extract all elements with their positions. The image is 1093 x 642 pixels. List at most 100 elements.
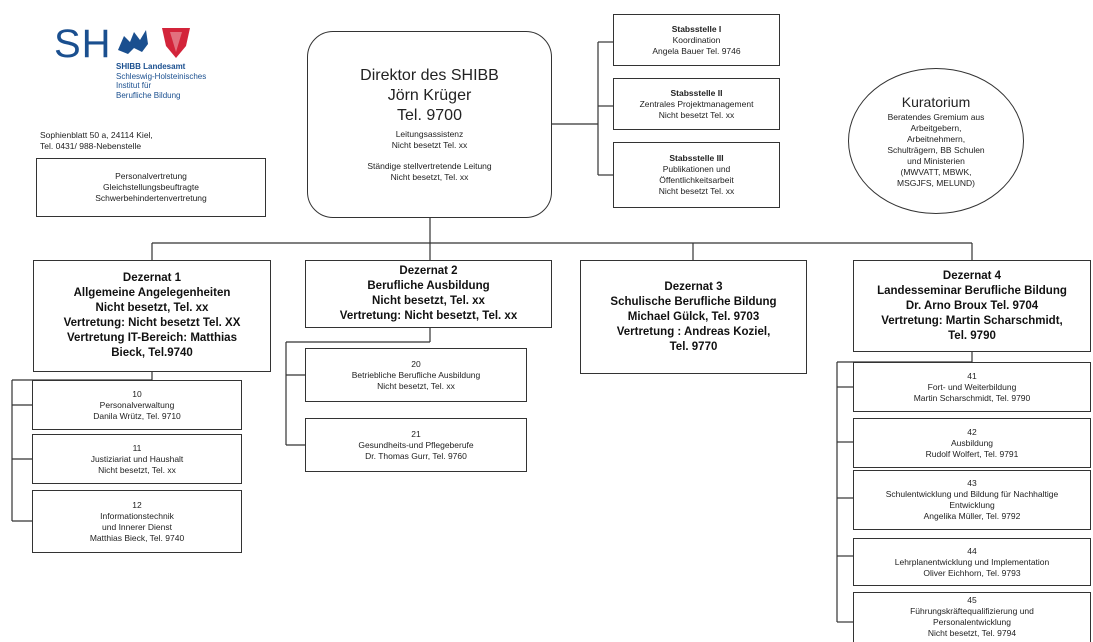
nettle-leaf-icon <box>162 28 190 58</box>
kuratorium-line: Beratendes Gremium aus <box>887 112 985 122</box>
stabsstelle-line: Koordination <box>672 34 721 45</box>
referat-line: Danila Wrütz, Tel. 9710 <box>93 410 181 421</box>
address-line: Tel. 0431/ 988-Nebenstelle <box>40 141 142 151</box>
referat-21: 21 Gesundheits-und Pflegeberufe Dr. Thom… <box>305 418 527 472</box>
referat-line: 42 <box>967 426 977 437</box>
logo-org-line: SHIBB Landesamt <box>116 62 186 71</box>
referat-line: 11 <box>132 442 142 453</box>
address-line: Sophienblatt 50 a, 24114 Kiel, <box>40 130 153 140</box>
dezernat-3: Dezernat 3 Schulische Berufliche Bildung… <box>580 260 807 374</box>
referat-line: 41 <box>967 370 977 381</box>
dezernat-line: Dezernat 3 <box>664 280 723 293</box>
staff-line: Schwerbehindertenvertretung <box>95 193 207 203</box>
dezernat-line: Bieck, Tel.9740 <box>111 347 193 359</box>
referat-10: 10 Personalverwaltung Danila Wrütz, Tel.… <box>32 380 242 430</box>
referat-line: 44 <box>967 545 977 556</box>
referat-line: Nicht besetzt, Tel. 9794 <box>927 628 1017 638</box>
referat-line: Betriebliche Berufliche Ausbildung <box>351 369 481 380</box>
dezernat-line: Tel. 9770 <box>669 340 718 353</box>
dezernat-line: Vertretung: Martin Scharschmidt, <box>881 314 1063 327</box>
referat-line: Personalverwaltung <box>99 399 175 410</box>
logo-org-line: Schleswig-Holsteinisches <box>116 71 207 81</box>
dezernat-line: Berufliche Ausbildung <box>367 280 490 292</box>
director-box: Direktor des SHIBB Jörn Krüger Tel. 9700… <box>307 31 552 218</box>
dezernat-line: Michael Gülck, Tel. 9703 <box>627 310 760 323</box>
lion-emblem-icon <box>118 30 148 54</box>
referat-line: 45 <box>967 595 977 605</box>
staff-line: Gleichstellungsbeuftragte <box>103 182 199 192</box>
dezernat-line: Nicht besetzt, Tel. xx <box>95 302 209 314</box>
referat-line: 43 <box>967 478 977 488</box>
dezernat-1: Dezernat 1 Allgemeine Angelegenheiten Ni… <box>33 260 271 372</box>
referat-line: Informationstechnik <box>100 510 174 521</box>
dezernat-line: Vertretung IT-Bereich: Matthias <box>67 332 237 344</box>
logo-org-line: Institut für <box>116 81 152 90</box>
referat-line: 21 <box>411 428 421 439</box>
referat-line: Matthias Bieck, Tel. 9740 <box>89 532 185 543</box>
referat-line: Gesundheits-und Pflegeberufe <box>358 439 474 450</box>
referat-line: Führungskräftequalifizierung und <box>910 606 1034 616</box>
referat-line: Rudolf Wolfert, Tel. 9791 <box>925 448 1019 459</box>
shibb-logo: SH SHIBB Landesamt Schleswig-Holsteinisc… <box>44 22 264 114</box>
stabsstelle-line: Publikationen und <box>662 164 731 174</box>
referat-line: 10 <box>132 388 142 399</box>
stabsstelle-2: Stabsstelle II Zentrales Projektmanageme… <box>613 78 780 130</box>
dezernat-4: Dezernat 4 Landesseminar Berufliche Bild… <box>853 260 1091 352</box>
logo-abbr: SH <box>54 22 112 66</box>
assist-label: Leitungsassistenz <box>395 129 464 139</box>
referat-line: Schulentwicklung und Bildung für Nachhal… <box>885 489 1059 499</box>
dezernat-2: Dezernat 2 Berufliche Ausbildung Nicht b… <box>305 260 552 328</box>
referat-line: Nicht besetzt, Tel. xx <box>98 464 176 475</box>
dezernat-line: Vertretung: Nicht besetzt, Tel. xx <box>339 310 518 322</box>
dezernat-line: Nicht besetzt, Tel. xx <box>372 295 485 307</box>
dezernat-line: Schulische Berufliche Bildung <box>610 295 777 308</box>
referat-42: 42 Ausbildung Rudolf Wolfert, Tel. 9791 <box>853 418 1091 468</box>
kuratorium-line: MSGJFS, MELUND) <box>897 178 975 188</box>
deputy-value: Nicht besetzt, Tel. xx <box>390 172 469 182</box>
kuratorium-line: Arbeitnehmern, <box>906 134 966 144</box>
kuratorium-line: Schulträgern, BB Schulen <box>887 145 985 155</box>
referat-45: 45 Führungskräftequalifizierung und Pers… <box>853 592 1091 642</box>
assist-value: Nicht besetzt Tel. xx <box>391 140 468 150</box>
dezernat-line: Vertretung: Nicht besetzt Tel. XX <box>63 317 241 329</box>
referat-line: Angelika Müller, Tel. 9792 <box>923 511 1021 521</box>
referat-line: Oliver Eichhorn, Tel. 9793 <box>923 567 1021 578</box>
referat-41: 41 Fort- und Weiterbildung Martin Schars… <box>853 362 1091 412</box>
kuratorium-line: Arbeitgebern, <box>910 123 962 133</box>
referat-line: 12 <box>132 499 142 510</box>
staff-representation-box: Personalvertretung Gleichstellungsbeuftr… <box>36 158 266 217</box>
referat-line: Martin Scharschmidt, Tel. 9790 <box>913 392 1031 403</box>
referat-line: Ausbildung <box>950 437 994 448</box>
address: Sophienblatt 50 a, 24114 Kiel, Tel. 0431… <box>40 130 153 152</box>
director-name: Jörn Krüger <box>387 87 472 104</box>
referat-line: Nicht besetzt, Tel. xx <box>377 380 455 391</box>
stabsstelle-line: Angela Bauer Tel. 9746 <box>652 45 741 56</box>
referat-line: Fort- und Weiterbildung <box>927 381 1017 392</box>
dezernat-line: Dezernat 4 <box>942 269 1002 282</box>
referat-12: 12 Informationstechnik und Innerer Diens… <box>32 490 242 553</box>
director-tel: Tel. 9700 <box>397 107 462 124</box>
dezernat-line: Dr. Arno Broux Tel. 9704 <box>905 299 1039 312</box>
dezernat-line: Tel. 9790 <box>948 329 996 342</box>
staff-line: Personalvertretung <box>115 171 187 181</box>
stabsstelle-1: Stabsstelle I Koordination Angela Bauer … <box>613 14 780 66</box>
director-title: Direktor des SHIBB <box>360 67 499 84</box>
referat-20: 20 Betriebliche Berufliche Ausbildung Ni… <box>305 348 527 402</box>
referat-43: 43 Schulentwicklung und Bildung für Nach… <box>853 470 1091 530</box>
referat-line: Lehrplanentwicklung und Implementation <box>894 556 1050 567</box>
dezernat-line: Vertretung : Andreas Koziel, <box>616 325 771 338</box>
dezernat-line: Dezernat 2 <box>399 265 458 277</box>
referat-line: Justiziariat und Haushalt <box>90 453 184 464</box>
referat-line: und Innerer Dienst <box>102 521 172 532</box>
kuratorium-line: (MWVATT, MBWK, <box>900 167 972 177</box>
stabsstelle-line: Nicht besetzt Tel. xx <box>658 186 735 196</box>
referat-line: Entwicklung <box>949 500 995 510</box>
dezernat-line: Landesseminar Berufliche Bildung <box>877 284 1067 297</box>
referat-line: Personalentwicklung <box>933 617 1011 627</box>
dezernat-line: Dezernat 1 <box>122 272 182 284</box>
stabsstelle-title: Stabsstelle I <box>671 23 722 34</box>
logo-org-line: Berufliche Bildung <box>116 90 181 100</box>
stabsstelle-title: Stabsstelle II <box>670 87 723 98</box>
kuratorium-ellipse: Kuratorium Beratendes Gremium aus Arbeit… <box>848 68 1024 214</box>
stabsstelle-3: Stabsstelle III Publikationen und Öffent… <box>613 142 780 208</box>
